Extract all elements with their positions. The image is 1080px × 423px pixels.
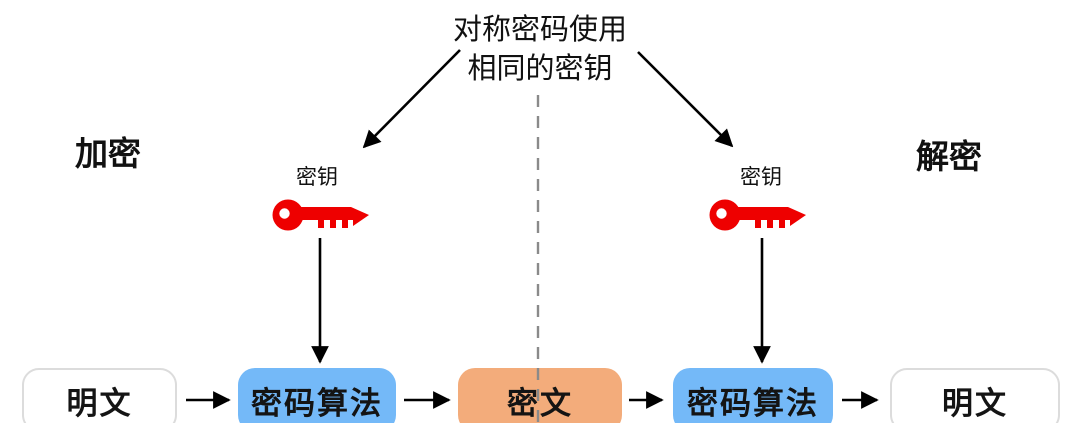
algorithm-left-text: 密码算法	[251, 385, 383, 421]
key-icon	[709, 199, 806, 231]
plaintext-left-text: 明文	[66, 385, 133, 421]
algorithm-right-text: 密码算法	[687, 385, 819, 421]
caption-line-2: 相同的密钥	[467, 53, 613, 85]
plaintext-right-text: 明文	[942, 385, 1008, 421]
ciphertext-text: 密文	[507, 385, 573, 421]
flow-box-ciphertext: 密文	[458, 368, 622, 423]
encrypt-label: 加密	[75, 135, 141, 172]
key-label-right: 密钥	[740, 166, 782, 189]
diagram-caption: 对称密码使用 相同的密钥	[453, 11, 627, 89]
arrow-caption-to-left-key	[362, 49, 461, 149]
caption-line-1: 对称密码使用	[452, 14, 628, 46]
decrypt-label: 解密	[916, 138, 982, 175]
arrow-caption-to-right-key	[637, 51, 734, 148]
key-icon	[272, 199, 369, 231]
flow-box-plaintext-left: 明文	[22, 368, 177, 423]
flow-box-algorithm-right: 密码算法	[673, 368, 833, 423]
key-label-left: 密钥	[296, 166, 338, 189]
flow-box-algorithm-left: 密码算法	[238, 368, 396, 423]
flow-box-plaintext-right: 明文	[890, 368, 1060, 423]
